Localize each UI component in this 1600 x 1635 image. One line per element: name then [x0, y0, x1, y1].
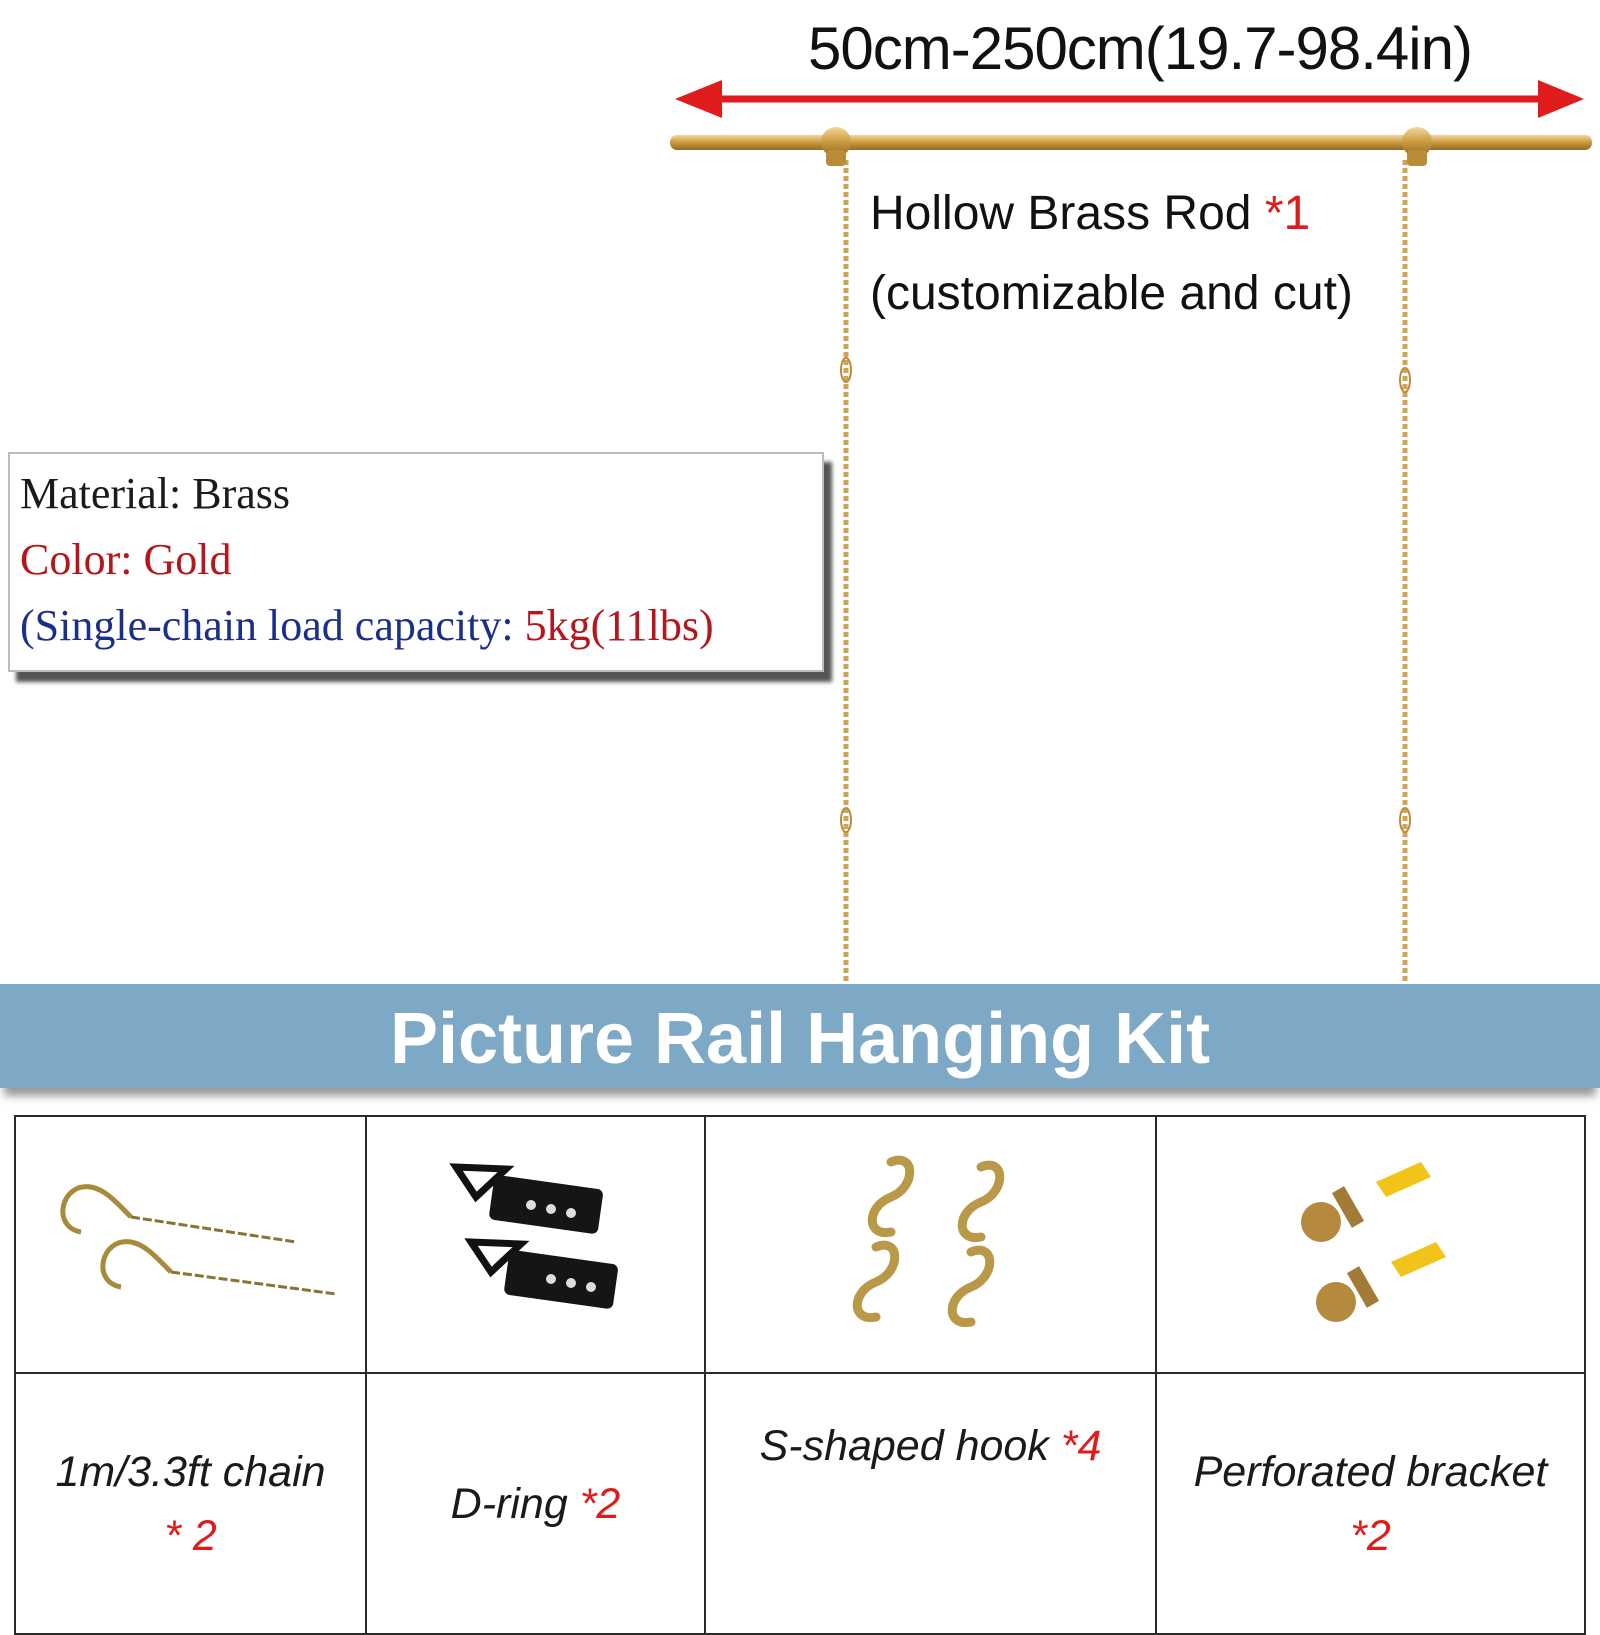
d-ring-label: D-ring	[450, 1479, 568, 1528]
d-ring-icon	[448, 1163, 618, 1309]
kit-cell-bracket-image	[1155, 1115, 1586, 1374]
d-ring-quantity: *2	[579, 1479, 621, 1528]
chain-label: 1m/3.3ft chain	[55, 1447, 326, 1496]
kit-labels-row: 1m/3.3ft chain * 2 D-ring *2 S-shaped ho…	[14, 1372, 1586, 1635]
kit-cell-s-hook-image	[704, 1115, 1157, 1374]
dimension-label: 50cm-250cm(19.7-98.4in)	[808, 15, 1473, 82]
kit-cell-d-ring-image	[365, 1115, 706, 1374]
d-ring-label-line: D-ring *2	[367, 1472, 704, 1536]
spec-load-capacity: (Single-chain load capacity: 5kg(11lbs)	[20, 600, 714, 651]
kit-images-row	[14, 1115, 1586, 1374]
kit-cell-chain-label: 1m/3.3ft chain * 2	[14, 1372, 367, 1635]
kit-banner: Picture Rail Hanging Kit	[0, 984, 1600, 1088]
kit-cell-s-hook-label: S-shaped hook *4	[704, 1372, 1157, 1635]
spec-load-prefix: (Single-chain load capacity:	[20, 601, 514, 650]
s-hook-label-line: S-shaped hook *4	[706, 1414, 1155, 1478]
kit-banner-title: Picture Rail Hanging Kit	[389, 999, 1211, 1079]
rod-title: Hollow Brass Rod *1	[870, 186, 1310, 241]
brass-rod	[670, 127, 1592, 166]
spec-material: Material: Brass	[20, 469, 291, 518]
bracket-label: Perforated bracket	[1193, 1447, 1548, 1496]
kit-cell-d-ring-label: D-ring *2	[365, 1372, 706, 1635]
right-chain	[1399, 160, 1411, 984]
rod-illustration	[670, 80, 1592, 984]
s-hook-quantity: *4	[1060, 1422, 1102, 1470]
width-arrow	[675, 80, 1584, 118]
spec-color: Color: Gold	[20, 535, 232, 584]
left-chain	[840, 160, 852, 984]
kit-contents-table: 1m/3.3ft chain * 2 D-ring *2 S-shaped ho…	[14, 1115, 1586, 1635]
chain-quantity: * 2	[164, 1511, 217, 1560]
rod-subtitle: (customizable and cut)	[870, 267, 1353, 320]
s-hook-label: S-shaped hook	[759, 1422, 1049, 1470]
bracket-icon	[1300, 1162, 1446, 1322]
rod-name: Hollow Brass Rod	[870, 187, 1252, 240]
kit-cell-bracket-label: Perforated bracket *2	[1155, 1372, 1586, 1635]
spec-box: Material: Brass Color: Gold (Single-chai…	[8, 452, 824, 672]
s-hook-icon	[852, 1155, 1004, 1327]
rod-quantity: *1	[1264, 187, 1311, 240]
bracket-quantity: *2	[1350, 1511, 1391, 1560]
spec-load-value: 5kg(11lbs)	[524, 601, 714, 650]
chain-hook-icon	[60, 1184, 336, 1296]
kit-cell-chain-image	[14, 1115, 367, 1374]
